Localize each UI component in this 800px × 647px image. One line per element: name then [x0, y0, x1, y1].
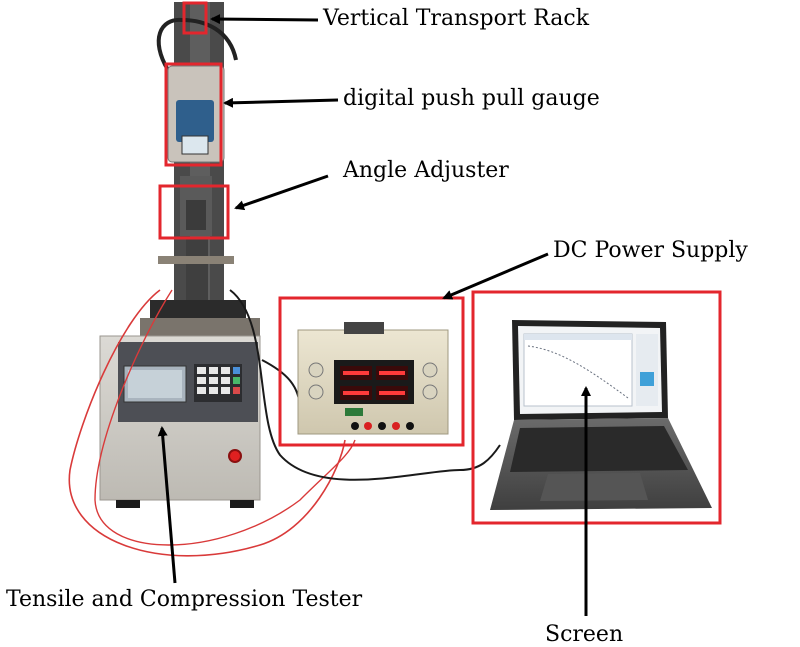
arrow-rack [210, 14, 319, 25]
tester-column [140, 2, 260, 336]
highlight-box-rack [182, 1, 208, 35]
dc-power-supply [297, 322, 449, 435]
highlight-box-screen [471, 290, 722, 525]
label-screen: Screen [545, 622, 624, 647]
arrow-gauge [223, 97, 339, 108]
label-dc-power-supply: DC Power Supply [553, 238, 748, 263]
arrow-dc [442, 252, 549, 300]
arrow-tester [157, 426, 177, 584]
label-digital-push-pull-gauge: digital push pull gauge [343, 86, 600, 111]
highlight-boxes [158, 1, 722, 525]
arrows [157, 14, 591, 616]
label-vertical-transport-rack: Vertical Transport Rack [323, 6, 590, 31]
keypad-icon [194, 364, 242, 402]
highlight-box-angle [158, 184, 230, 240]
label-tensile-compression-tester: Tensile and Compression Tester [6, 587, 363, 612]
highlight-box-gauge [164, 62, 223, 167]
arrow-angle [234, 174, 329, 211]
tester-base [99, 335, 261, 508]
highlight-box-dc [278, 296, 465, 447]
label-angle-adjuster: Angle Adjuster [343, 158, 509, 183]
laptop [490, 320, 712, 510]
